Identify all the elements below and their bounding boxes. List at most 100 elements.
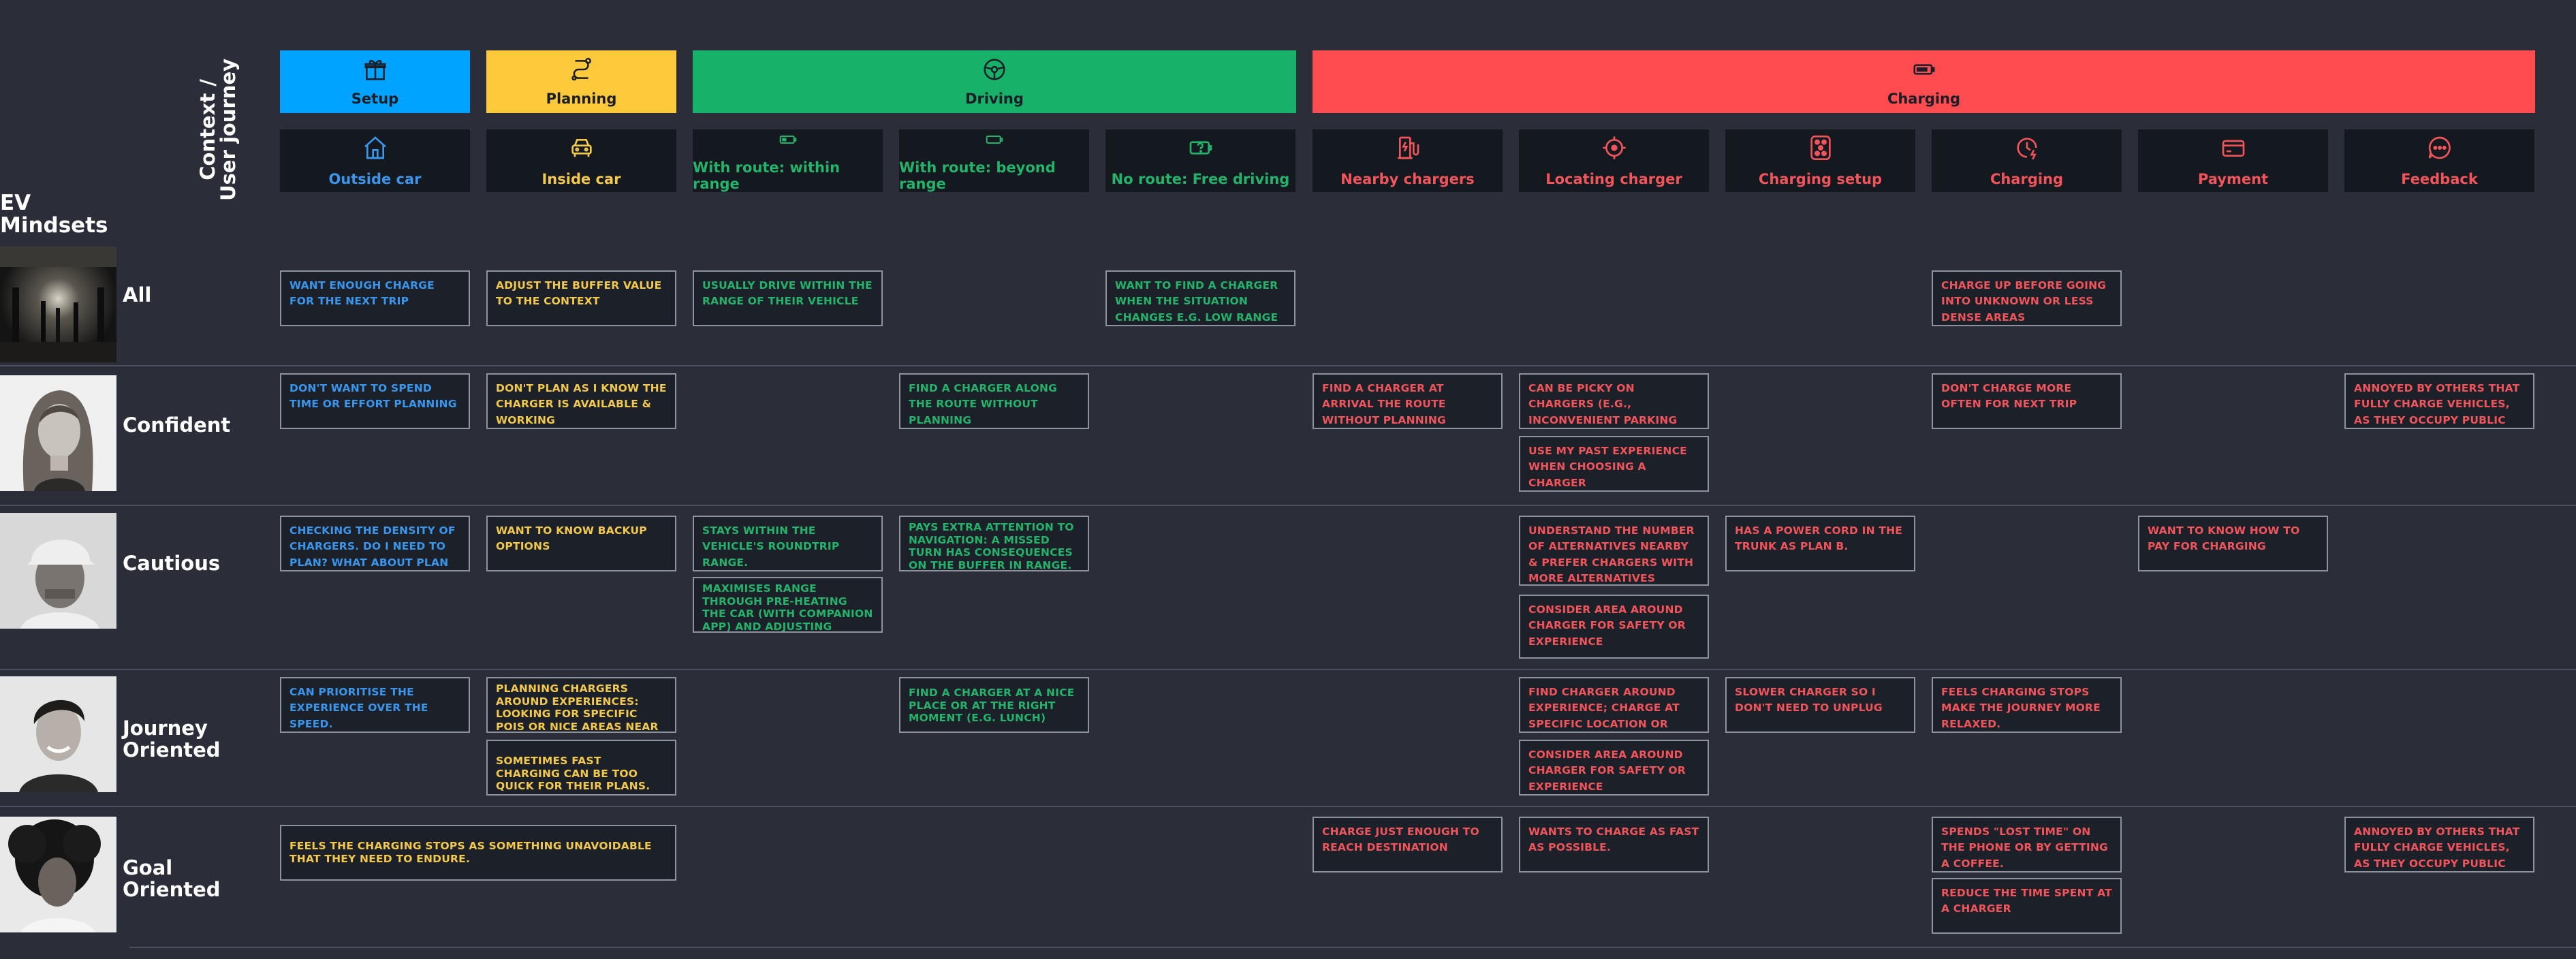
context-payment-label: Payment	[2197, 171, 2269, 187]
chat-bubble-icon	[2428, 136, 2451, 159]
note-card: Adjust the buffer value to the context	[486, 270, 676, 326]
phase-charging-label: Charging	[1887, 91, 1961, 107]
phase-setup-label: Setup	[351, 91, 399, 107]
note-card: Find a charger at arrival the route with…	[1313, 373, 1503, 429]
note-card: Don't plan as I know the charger is avai…	[486, 373, 676, 429]
context-within-range-label: With route: within range	[693, 159, 841, 192]
note-card: Reduce the time spent at a charger	[1932, 878, 2122, 934]
context-within-range: With route: within range	[693, 129, 883, 192]
credit-card-icon	[2222, 140, 2244, 157]
avatar-journey-oriented	[0, 676, 116, 792]
note-card: Can prioritise the experience over the s…	[280, 677, 470, 733]
row-divider	[0, 505, 2576, 506]
charging-station-icon	[1397, 136, 1419, 159]
note-card: Checking the density of chargers. Do I n…	[280, 516, 470, 571]
battery-empty-icon	[986, 136, 1003, 144]
context-payment: Payment	[2138, 129, 2328, 192]
context-nearby-chargers-label: Nearby chargers	[1340, 171, 1475, 187]
battery-question-icon	[1189, 141, 1212, 155]
note-card: Slower charger so I don't need to unplug	[1725, 677, 1915, 733]
mindsets-axis-line2: Mindsets	[0, 213, 108, 238]
note-card: Want to know how to pay for charging	[2138, 516, 2328, 571]
persona-cautious: Cautious	[123, 552, 221, 575]
context-outside-car-label: Outside car	[328, 171, 422, 187]
note-card: Has a power cord in the trunk as plan B.	[1725, 516, 1915, 571]
note-card: Don't want to spend time or effort plann…	[280, 373, 470, 429]
note-card: Maximises range through pre-heating the …	[693, 577, 883, 633]
steering-wheel-icon	[984, 59, 1005, 80]
row-divider	[0, 806, 2576, 807]
note-card: Find charger around experience; charge a…	[1519, 677, 1709, 733]
note-card: Planning chargers around experiences: lo…	[486, 677, 676, 733]
battery-icon	[1913, 64, 1935, 75]
context-charging: Charging	[1932, 129, 2122, 192]
context-feedback-label: Feedback	[2401, 171, 2478, 187]
route-icon	[571, 57, 591, 81]
context-free-driving: No route: Free driving	[1105, 129, 1295, 192]
clock-bolt-icon	[2016, 138, 2037, 160]
mindsets-axis-line1: EV	[0, 191, 31, 215]
phase-driving: Driving	[693, 50, 1296, 113]
context-charging-setup: Charging setup	[1725, 129, 1915, 192]
car-icon	[571, 139, 592, 157]
home-icon	[364, 136, 386, 159]
avatar-all	[0, 247, 116, 362]
note-card: Use my past experience when choosing a c…	[1519, 436, 1709, 492]
phase-planning-label: Planning	[546, 91, 617, 107]
note-card: Stays within the vehicle's roundtrip ran…	[693, 516, 883, 571]
note-card: Charge up before going into unknown or l…	[1932, 270, 2122, 326]
context-charging-label: Charging	[1990, 171, 2064, 187]
context-outside-car: Outside car	[280, 129, 470, 192]
note-card: Find a charger at a nice place or at the…	[899, 677, 1089, 733]
mindsets-axis-label: EV Mindsets	[0, 191, 108, 238]
persona-journey-oriented: Journey Oriented	[123, 717, 221, 761]
row-divider	[129, 947, 2576, 948]
context-inside-car-label: Inside car	[541, 171, 621, 187]
note-card: Spends "lost time" on the phone or by ge…	[1932, 817, 2122, 872]
persona-confident: Confident	[123, 413, 231, 437]
phase-setup: Setup	[280, 50, 470, 113]
note-card: Pays extra attention to navigation: a mi…	[899, 516, 1089, 571]
context-locating-charger-label: Locating charger	[1545, 171, 1682, 187]
avatar-goal-oriented	[0, 817, 116, 932]
phase-driving-label: Driving	[965, 91, 1024, 107]
context-axis-line2: User journey	[217, 58, 240, 201]
note-card: Charge just enough to reach destination	[1313, 817, 1503, 872]
persona-goal-oriented: Goal Oriented	[123, 856, 221, 901]
plug-socket-icon	[1810, 136, 1831, 160]
context-free-driving-label: No route: Free driving	[1111, 171, 1290, 187]
note-card: Usually drive within the range of their …	[693, 270, 883, 326]
note-card: Find a charger along the route without p…	[899, 373, 1089, 429]
context-beyond-range-label: With route: beyond range	[899, 159, 1056, 192]
note-card: Want to know backup options	[486, 516, 676, 571]
crosshair-icon	[1602, 136, 1626, 159]
context-inside-car: Inside car	[486, 129, 676, 192]
note-card: Consider area around charger for safety …	[1519, 740, 1709, 796]
context-feedback: Feedback	[2344, 129, 2534, 192]
gift-icon	[364, 60, 386, 80]
note-card: Don't charge more often for next trip	[1932, 373, 2122, 429]
note-card: Understand the number of alternatives ne…	[1519, 516, 1709, 586]
context-charging-setup-label: Charging setup	[1758, 171, 1883, 187]
note-card: Feels the charging stops as something un…	[280, 825, 676, 881]
battery-half-icon	[779, 136, 796, 144]
row-divider	[0, 365, 2576, 366]
avatar-cautious	[0, 513, 116, 629]
note-card: Can be picky on chargers (e.g., inconven…	[1519, 373, 1709, 429]
note-card: Wants to charge as fast as possible.	[1519, 817, 1709, 872]
phase-charging: Charging	[1313, 50, 2535, 113]
note-card: Want to find a charger when the situatio…	[1105, 270, 1295, 326]
note-card: Feels charging stops make the journey mo…	[1932, 677, 2122, 733]
row-divider	[0, 669, 2576, 670]
note-card: Consider area around charger for safety …	[1519, 595, 1709, 659]
note-card: Want enough charge for the next trip	[280, 270, 470, 326]
note-card: Sometimes fast charging can be too quick…	[486, 740, 676, 796]
phase-planning: Planning	[486, 50, 676, 113]
context-locating-charger: Locating charger	[1519, 129, 1709, 192]
note-card: Annoyed by others that fully charge vehi…	[2344, 373, 2534, 429]
context-axis-label: Context /User journey	[157, 59, 279, 201]
avatar-confident	[0, 375, 116, 491]
context-axis-line1: Context /	[195, 78, 219, 180]
note-card: Annoyed by others that fully charge vehi…	[2344, 817, 2534, 872]
persona-all: All	[123, 283, 152, 306]
